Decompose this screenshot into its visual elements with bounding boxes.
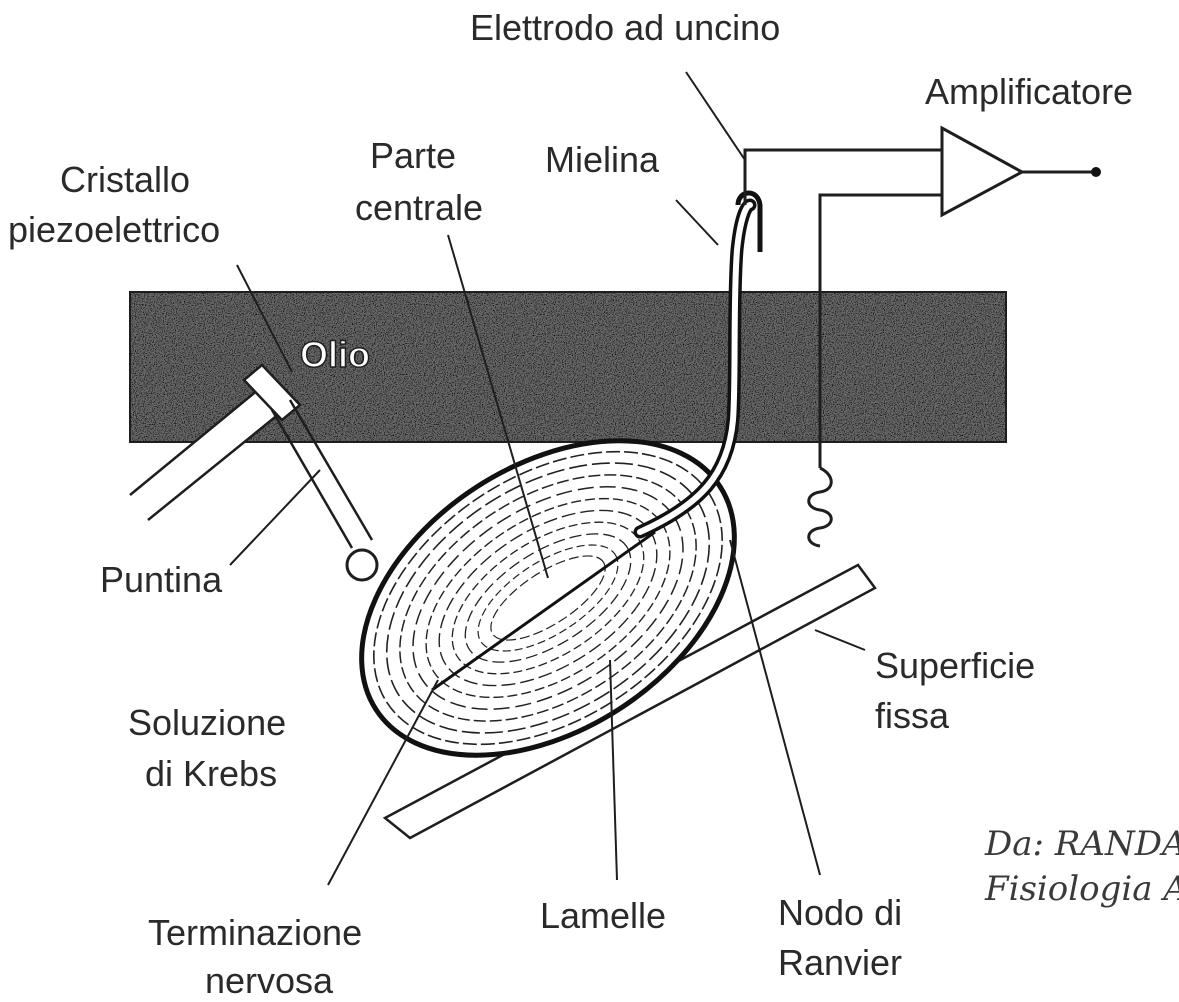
tip-label: Puntina [100, 559, 223, 600]
ranvier-label-1: Nodo di [778, 892, 902, 933]
krebs-label-1: Soluzione [128, 702, 286, 743]
central-part-label-1: Parte [370, 135, 456, 176]
crystal-label-2: piezoelettrico [8, 209, 220, 250]
krebs-label-2: di Krebs [145, 753, 277, 794]
lamellae-label: Lamelle [540, 895, 666, 936]
nerve-ending-label-1: Terminazione [148, 912, 362, 953]
myelin-label: Mielina [545, 139, 660, 180]
amplifier-label: Amplificatore [925, 71, 1133, 112]
surface-label-2: fissa [875, 695, 950, 736]
electrode-label: Elettrodo ad uncino [470, 7, 780, 48]
source-note-line-1: Da: RANDA [984, 824, 1179, 864]
central-part-label-2: centrale [355, 187, 483, 228]
ranvier-label-2: Ranvier [778, 942, 902, 983]
oil-label: Olio [300, 334, 370, 375]
surface-label-1: Superficie [875, 645, 1035, 686]
source-note-line-2: Fisiologia A [984, 869, 1179, 909]
nerve-ending-label-2: nervosa [205, 960, 334, 1001]
stimulus-tip [347, 550, 377, 580]
crystal-label-1: Cristallo [60, 159, 190, 200]
amplifier-symbol [942, 128, 1101, 215]
